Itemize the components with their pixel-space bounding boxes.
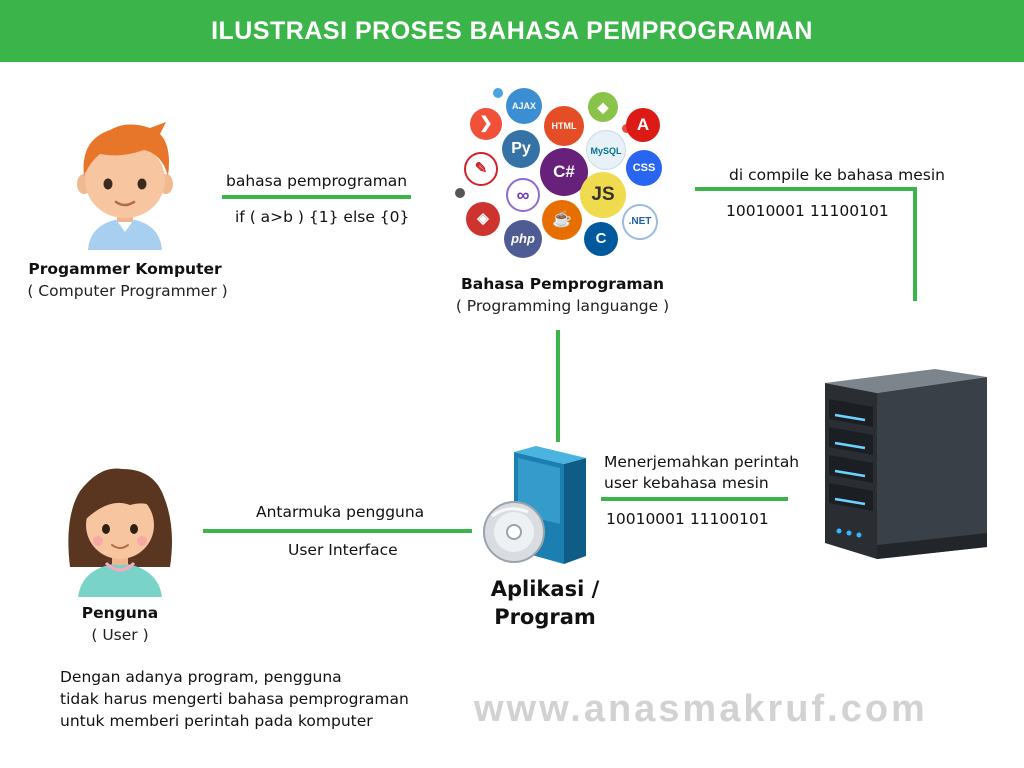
app-title-line1: Aplikasi / — [470, 577, 620, 601]
user-subtitle: ( User ) — [60, 626, 180, 644]
link-translate-bottom: 10010001 11100101 — [606, 510, 769, 528]
link-prog-lang-line — [222, 195, 411, 199]
watermark: www.anasmakruf.com — [474, 688, 984, 731]
dotnet-icon: .NET — [622, 204, 658, 240]
cluster-dot — [493, 88, 503, 98]
php-icon: php — [504, 220, 542, 258]
link-lang-app-line — [556, 330, 560, 442]
java-icon: ☕ — [542, 200, 582, 240]
link-translate-line1: Menerjemahkan perintah — [604, 453, 799, 471]
note-line1: Dengan adanya program, pengguna — [60, 668, 342, 686]
link-compile-bottom: 10010001 11100101 — [726, 202, 889, 220]
link-compile-line — [695, 187, 917, 191]
link-ui-line — [203, 529, 472, 533]
html5-icon: HTML — [544, 106, 584, 146]
programmer-illustration — [70, 118, 180, 253]
mysql-icon: MySQL — [586, 130, 626, 170]
programmer-subtitle: ( Computer Programmer ) — [10, 282, 245, 300]
link-compile-vertical-line — [913, 187, 917, 301]
cluster-dot — [455, 188, 465, 198]
programmer-title: Progammer Komputer — [20, 260, 230, 278]
page-title: ILUSTRASI PROSES BAHASA PEMPROGRAMAN — [0, 0, 1024, 62]
ajax-icon: AJAX — [506, 88, 542, 124]
note-line2: tidak harus mengerti bahasa pemprograman — [60, 690, 409, 708]
android-icon: ◆ — [588, 92, 618, 122]
user-title: Penguna — [60, 604, 180, 622]
swift-icon: ❯ — [470, 108, 502, 140]
note-line3: untuk memberi perintah pada komputer — [60, 712, 373, 730]
feather-icon: ✎ — [464, 152, 498, 186]
css3-icon: CSS — [626, 150, 662, 186]
angular-icon: A — [626, 108, 660, 142]
link-prog-lang-top: bahasa pemprograman — [226, 172, 407, 190]
user-illustration — [60, 467, 180, 599]
language-subtitle: ( Programming languange ) — [425, 297, 700, 315]
python-icon: Py — [502, 130, 540, 168]
language-title: Bahasa Pemprograman — [425, 275, 700, 293]
visual-studio-icon: ∞ — [506, 178, 540, 212]
link-compile-top: di compile ke bahasa mesin — [729, 166, 945, 184]
ruby-icon: ◈ — [466, 202, 500, 236]
app-title-line2: Program — [470, 605, 620, 629]
language-icon-cluster: AJAX ❯ HTML ◆ A Py MySQL ✎ C# CSS ∞ JS ◈… — [450, 88, 680, 263]
link-ui-bottom: User Interface — [288, 541, 398, 559]
app-box-illustration — [478, 444, 598, 572]
link-translate-line2: user kebahasa mesin — [604, 474, 769, 492]
cpp-icon: C — [584, 222, 618, 256]
link-prog-lang-bottom: if ( a>b ) {1} else {0} — [235, 208, 409, 226]
javascript-icon: JS — [580, 172, 626, 218]
server-illustration — [815, 363, 995, 568]
link-translate-line — [601, 497, 788, 501]
link-ui-top: Antarmuka pengguna — [256, 503, 424, 521]
